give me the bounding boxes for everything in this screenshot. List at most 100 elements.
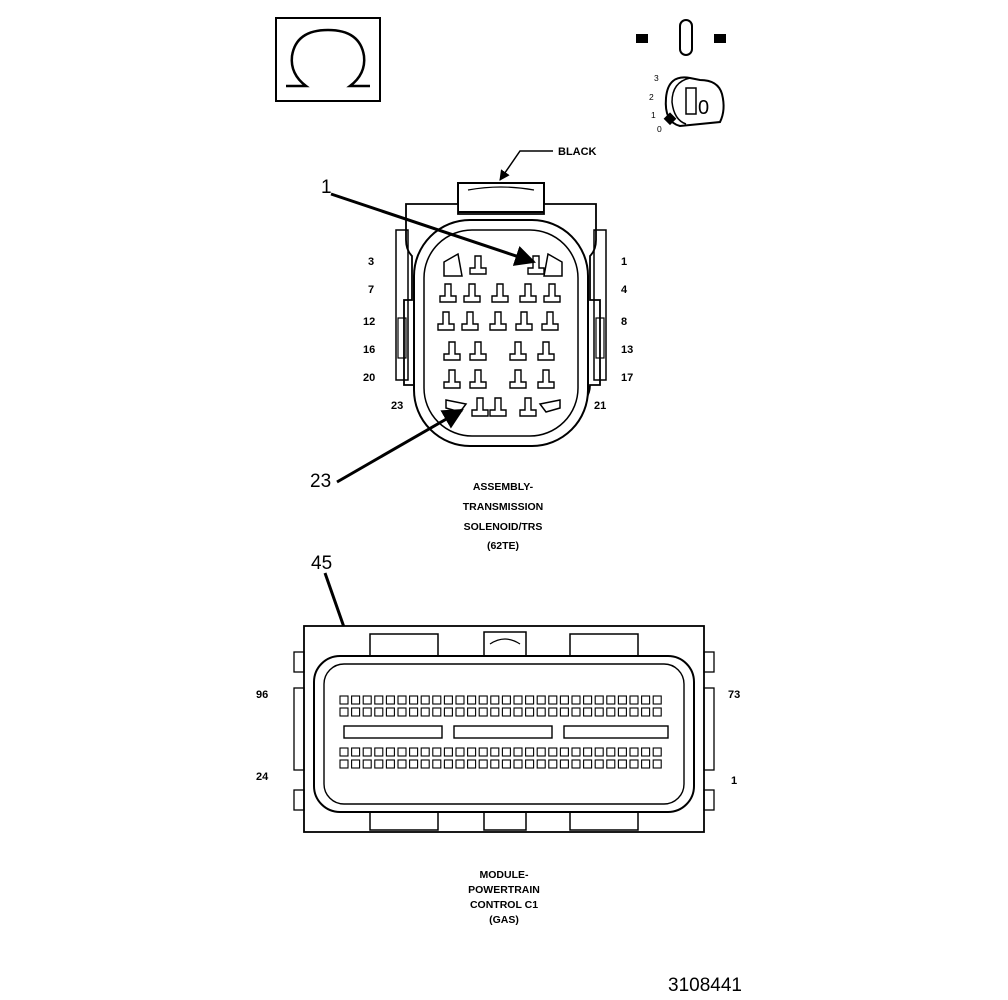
pcm-terminal bbox=[571, 759, 581, 769]
pcm-terminal bbox=[385, 759, 395, 769]
pcm-terminal bbox=[339, 747, 349, 757]
callout-23: 23 bbox=[310, 471, 331, 492]
pcm-terminal bbox=[513, 759, 523, 769]
pcm-terminal bbox=[455, 707, 465, 717]
pcm-terminal bbox=[559, 695, 569, 705]
pin-label-7: 7 bbox=[368, 284, 374, 296]
pcm-terminal bbox=[594, 695, 604, 705]
pcm-terminal bbox=[652, 747, 662, 757]
solenoid-terminal bbox=[469, 255, 487, 275]
key-position-2: 2 bbox=[649, 92, 654, 102]
pcm-terminal bbox=[455, 695, 465, 705]
pcm-terminal bbox=[467, 695, 477, 705]
pin-label-23: 23 bbox=[391, 400, 403, 412]
pcm-terminal bbox=[443, 695, 453, 705]
pin-label-20: 20 bbox=[363, 372, 375, 384]
pcm-terminal bbox=[467, 759, 477, 769]
pcm-terminal bbox=[339, 695, 349, 705]
pin-label-1: 1 bbox=[621, 256, 627, 268]
pcm-terminal bbox=[339, 707, 349, 717]
pcm-terminal bbox=[525, 759, 535, 769]
pcm-terminal bbox=[455, 747, 465, 757]
solenoid-terminal bbox=[443, 369, 461, 389]
pcm-terminal bbox=[478, 747, 488, 757]
pcm-terminal bbox=[559, 707, 569, 717]
pcm-terminal bbox=[478, 695, 488, 705]
pcm-caption-line-3: CONTROL C1 bbox=[470, 899, 538, 911]
pcm-terminal bbox=[397, 695, 407, 705]
pcm-terminal bbox=[571, 707, 581, 717]
pcm-terminal bbox=[629, 747, 639, 757]
pcm-terminal bbox=[536, 747, 546, 757]
pcm-terminals bbox=[339, 695, 662, 769]
pcm-terminal bbox=[420, 747, 430, 757]
connector-color-label: BLACK bbox=[558, 146, 597, 158]
pcm-terminal bbox=[385, 747, 395, 757]
solenoid-terminal bbox=[471, 397, 489, 417]
solenoid-terminal bbox=[537, 341, 555, 361]
pcm-terminal bbox=[443, 707, 453, 717]
pcm-terminal bbox=[525, 707, 535, 717]
solenoid-terminal bbox=[527, 255, 545, 275]
pcm-terminal bbox=[501, 707, 511, 717]
pcm-terminal bbox=[443, 759, 453, 769]
pcm-terminal bbox=[432, 759, 442, 769]
solenoid-terminal bbox=[439, 283, 457, 303]
solenoid-terminal bbox=[489, 311, 507, 331]
pcm-terminal bbox=[362, 759, 372, 769]
pcm-terminal bbox=[409, 695, 419, 705]
pcm-terminal bbox=[385, 707, 395, 717]
pcm-terminal bbox=[641, 707, 651, 717]
pcm-terminal bbox=[501, 747, 511, 757]
pcm-terminal bbox=[374, 695, 384, 705]
caption-line-4: (62TE) bbox=[487, 540, 519, 552]
key-position-0: 0 bbox=[657, 124, 662, 134]
solenoid-terminal bbox=[443, 341, 461, 361]
pcm-terminal bbox=[617, 759, 627, 769]
pcm-terminal bbox=[420, 707, 430, 717]
pcm-terminal bbox=[652, 759, 662, 769]
pcm-terminal bbox=[351, 759, 361, 769]
solenoid-terminal bbox=[509, 369, 527, 389]
pcm-terminal bbox=[548, 759, 558, 769]
pcm-terminal bbox=[525, 695, 535, 705]
pin-label-73: 73 bbox=[728, 689, 740, 701]
pcm-terminal bbox=[490, 695, 500, 705]
pcm-terminal bbox=[606, 695, 616, 705]
pcm-terminal bbox=[641, 747, 651, 757]
pcm-terminal bbox=[583, 695, 593, 705]
pin-label-21: 21 bbox=[594, 400, 606, 412]
pin-label-96: 96 bbox=[256, 689, 268, 701]
pcm-terminal bbox=[559, 759, 569, 769]
pcm-terminal bbox=[617, 707, 627, 717]
pcm-terminal bbox=[536, 707, 546, 717]
pcm-terminal bbox=[501, 695, 511, 705]
pcm-terminal bbox=[432, 707, 442, 717]
pcm-terminal bbox=[374, 747, 384, 757]
solenoid-terminal bbox=[437, 311, 455, 331]
callout-45: 45 bbox=[311, 553, 332, 574]
pcm-terminal bbox=[420, 695, 430, 705]
pcm-terminal bbox=[652, 707, 662, 717]
pcm-terminal bbox=[559, 747, 569, 757]
pcm-terminal bbox=[536, 695, 546, 705]
pcm-terminal bbox=[397, 759, 407, 769]
solenoid-terminal bbox=[519, 397, 537, 417]
solenoid-terminal bbox=[519, 283, 537, 303]
pcm-c1-connector: 45 96 73 24 1 MODULE- POWERTRAIN bbox=[256, 553, 740, 926]
pcm-terminal bbox=[513, 747, 523, 757]
pcm-terminal bbox=[548, 707, 558, 717]
solenoid-terminal bbox=[515, 311, 533, 331]
pcm-terminal bbox=[583, 707, 593, 717]
pcm-terminal bbox=[443, 747, 453, 757]
figure-number: 3108441 bbox=[668, 975, 742, 996]
solenoid-terminal bbox=[491, 283, 509, 303]
pcm-terminal bbox=[594, 707, 604, 717]
pcm-terminal bbox=[536, 759, 546, 769]
pcm-terminal bbox=[397, 707, 407, 717]
pcm-terminal bbox=[583, 747, 593, 757]
pcm-terminal bbox=[594, 747, 604, 757]
pcm-terminal bbox=[629, 707, 639, 717]
pcm-terminal bbox=[490, 747, 500, 757]
pin-label-8: 8 bbox=[621, 316, 627, 328]
